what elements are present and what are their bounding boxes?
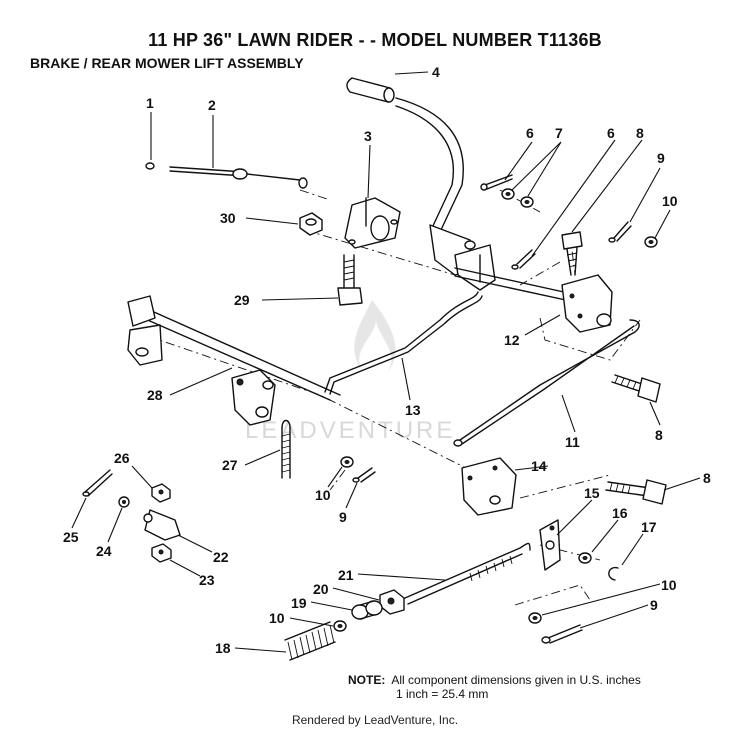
callout-7: 7 bbox=[555, 125, 563, 141]
part-22-swivel bbox=[143, 509, 181, 541]
part-11-long-rod bbox=[453, 319, 640, 447]
callout-29: 29 bbox=[234, 292, 250, 308]
watermark: LEADVENTURE bbox=[245, 300, 455, 444]
callout-10-a: 10 bbox=[662, 193, 678, 209]
callout-3: 3 bbox=[364, 128, 372, 144]
callout-10-d: 10 bbox=[269, 610, 285, 626]
part-1-pin bbox=[145, 162, 155, 170]
note-label: NOTE: bbox=[348, 673, 386, 687]
footer-credit: Rendered by LeadVenture, Inc. bbox=[291, 713, 459, 727]
part-9-cotter-lower-right bbox=[541, 624, 583, 644]
callout-11: 11 bbox=[565, 434, 580, 450]
callout-16: 16 bbox=[612, 505, 628, 521]
callout-25: 25 bbox=[63, 529, 79, 545]
callout-28: 28 bbox=[147, 387, 163, 403]
callout-8-b: 8 bbox=[655, 427, 663, 443]
callout-8-c: 8 bbox=[703, 470, 711, 486]
callout-12: 12 bbox=[504, 332, 520, 348]
note-line-2: 1 inch = 25.4 mm bbox=[396, 687, 489, 701]
leader-lines bbox=[71, 71, 701, 653]
callout-1: 1 bbox=[146, 95, 154, 111]
part-9-cotter-upper-right bbox=[608, 221, 632, 243]
part-30-nut bbox=[299, 212, 323, 236]
part-8-bolt-middle bbox=[611, 374, 661, 403]
part-21-spring-rod bbox=[404, 542, 531, 605]
part-6-cotter-pin-lower bbox=[511, 249, 536, 270]
part-28-rockshaft bbox=[127, 295, 341, 426]
callout-10-c: 10 bbox=[661, 577, 677, 593]
callout-27: 27 bbox=[222, 457, 238, 473]
part-8-bolt-upper bbox=[561, 231, 583, 276]
callout-4: 4 bbox=[432, 64, 440, 80]
callout-19: 19 bbox=[291, 595, 307, 611]
part-13-lift-rod bbox=[324, 291, 483, 395]
assembly-centerlines bbox=[129, 189, 641, 606]
part-14-lift-bracket bbox=[461, 457, 517, 516]
callout-2: 2 bbox=[208, 97, 216, 113]
callout-30: 30 bbox=[220, 210, 236, 226]
part-23-nut bbox=[151, 543, 172, 563]
part-26-nut bbox=[151, 483, 171, 503]
part-24-washer bbox=[118, 496, 130, 508]
callout-17: 17 bbox=[641, 519, 657, 535]
dimension-note: NOTE: All component dimensions given in … bbox=[348, 673, 641, 701]
part-10-washer-middle bbox=[340, 456, 354, 468]
part-27-threaded-rod bbox=[281, 419, 291, 479]
callout-22: 22 bbox=[213, 549, 229, 565]
callout-10-b: 10 bbox=[315, 487, 331, 503]
part-8-bolt-lower bbox=[605, 479, 667, 505]
callout-9-b: 9 bbox=[339, 509, 347, 525]
callout-20: 20 bbox=[313, 581, 329, 597]
part-2-brake-rod bbox=[169, 166, 308, 189]
watermark-text: LEADVENTURE bbox=[245, 417, 455, 444]
part-4-lift-handle bbox=[346, 77, 496, 291]
part-18-spring bbox=[284, 621, 336, 661]
callout-9-c: 9 bbox=[650, 597, 658, 613]
note-line-1: All component dimensions given in U.S. i… bbox=[391, 673, 641, 687]
part-9-cotter-middle bbox=[352, 467, 376, 483]
callout-14: 14 bbox=[531, 458, 547, 474]
callout-15: 15 bbox=[584, 485, 600, 501]
callout-8-a: 8 bbox=[636, 125, 644, 141]
part-25-cotter-pin bbox=[82, 469, 113, 497]
callout-24: 24 bbox=[96, 543, 112, 559]
callout-6-a: 6 bbox=[526, 125, 534, 141]
part-3-bracket bbox=[344, 197, 401, 249]
part-10-washer-lower-right bbox=[528, 612, 542, 624]
callout-9-a: 9 bbox=[657, 150, 665, 166]
part-16-washer bbox=[578, 552, 592, 564]
callout-23: 23 bbox=[199, 572, 215, 588]
part-12-cross-shaft bbox=[454, 267, 613, 333]
callout-13: 13 bbox=[405, 402, 421, 418]
part-29-bolt bbox=[337, 254, 363, 306]
part-10-washer-upper-right bbox=[644, 236, 658, 248]
callout-26: 26 bbox=[114, 450, 130, 466]
callout-6-b: 6 bbox=[607, 125, 615, 141]
page-title: 11 HP 36" LAWN RIDER - - MODEL NUMBER T1… bbox=[148, 30, 602, 50]
part-19-spacer bbox=[351, 600, 383, 620]
part-15-plate bbox=[539, 519, 561, 571]
part-20-nut bbox=[379, 589, 405, 615]
assembly-subtitle: BRAKE / REAR MOWER LIFT ASSEMBLY bbox=[30, 55, 304, 71]
callout-18: 18 bbox=[215, 640, 231, 656]
part-10-washer-lower-left bbox=[333, 620, 347, 632]
part-7-washers bbox=[501, 188, 534, 208]
callout-labels: 1 2 3 4 6 7 6 8 9 10 30 29 12 28 13 8 11… bbox=[63, 64, 711, 656]
part-17-retaining-clip bbox=[608, 566, 619, 581]
callout-21: 21 bbox=[338, 567, 354, 583]
